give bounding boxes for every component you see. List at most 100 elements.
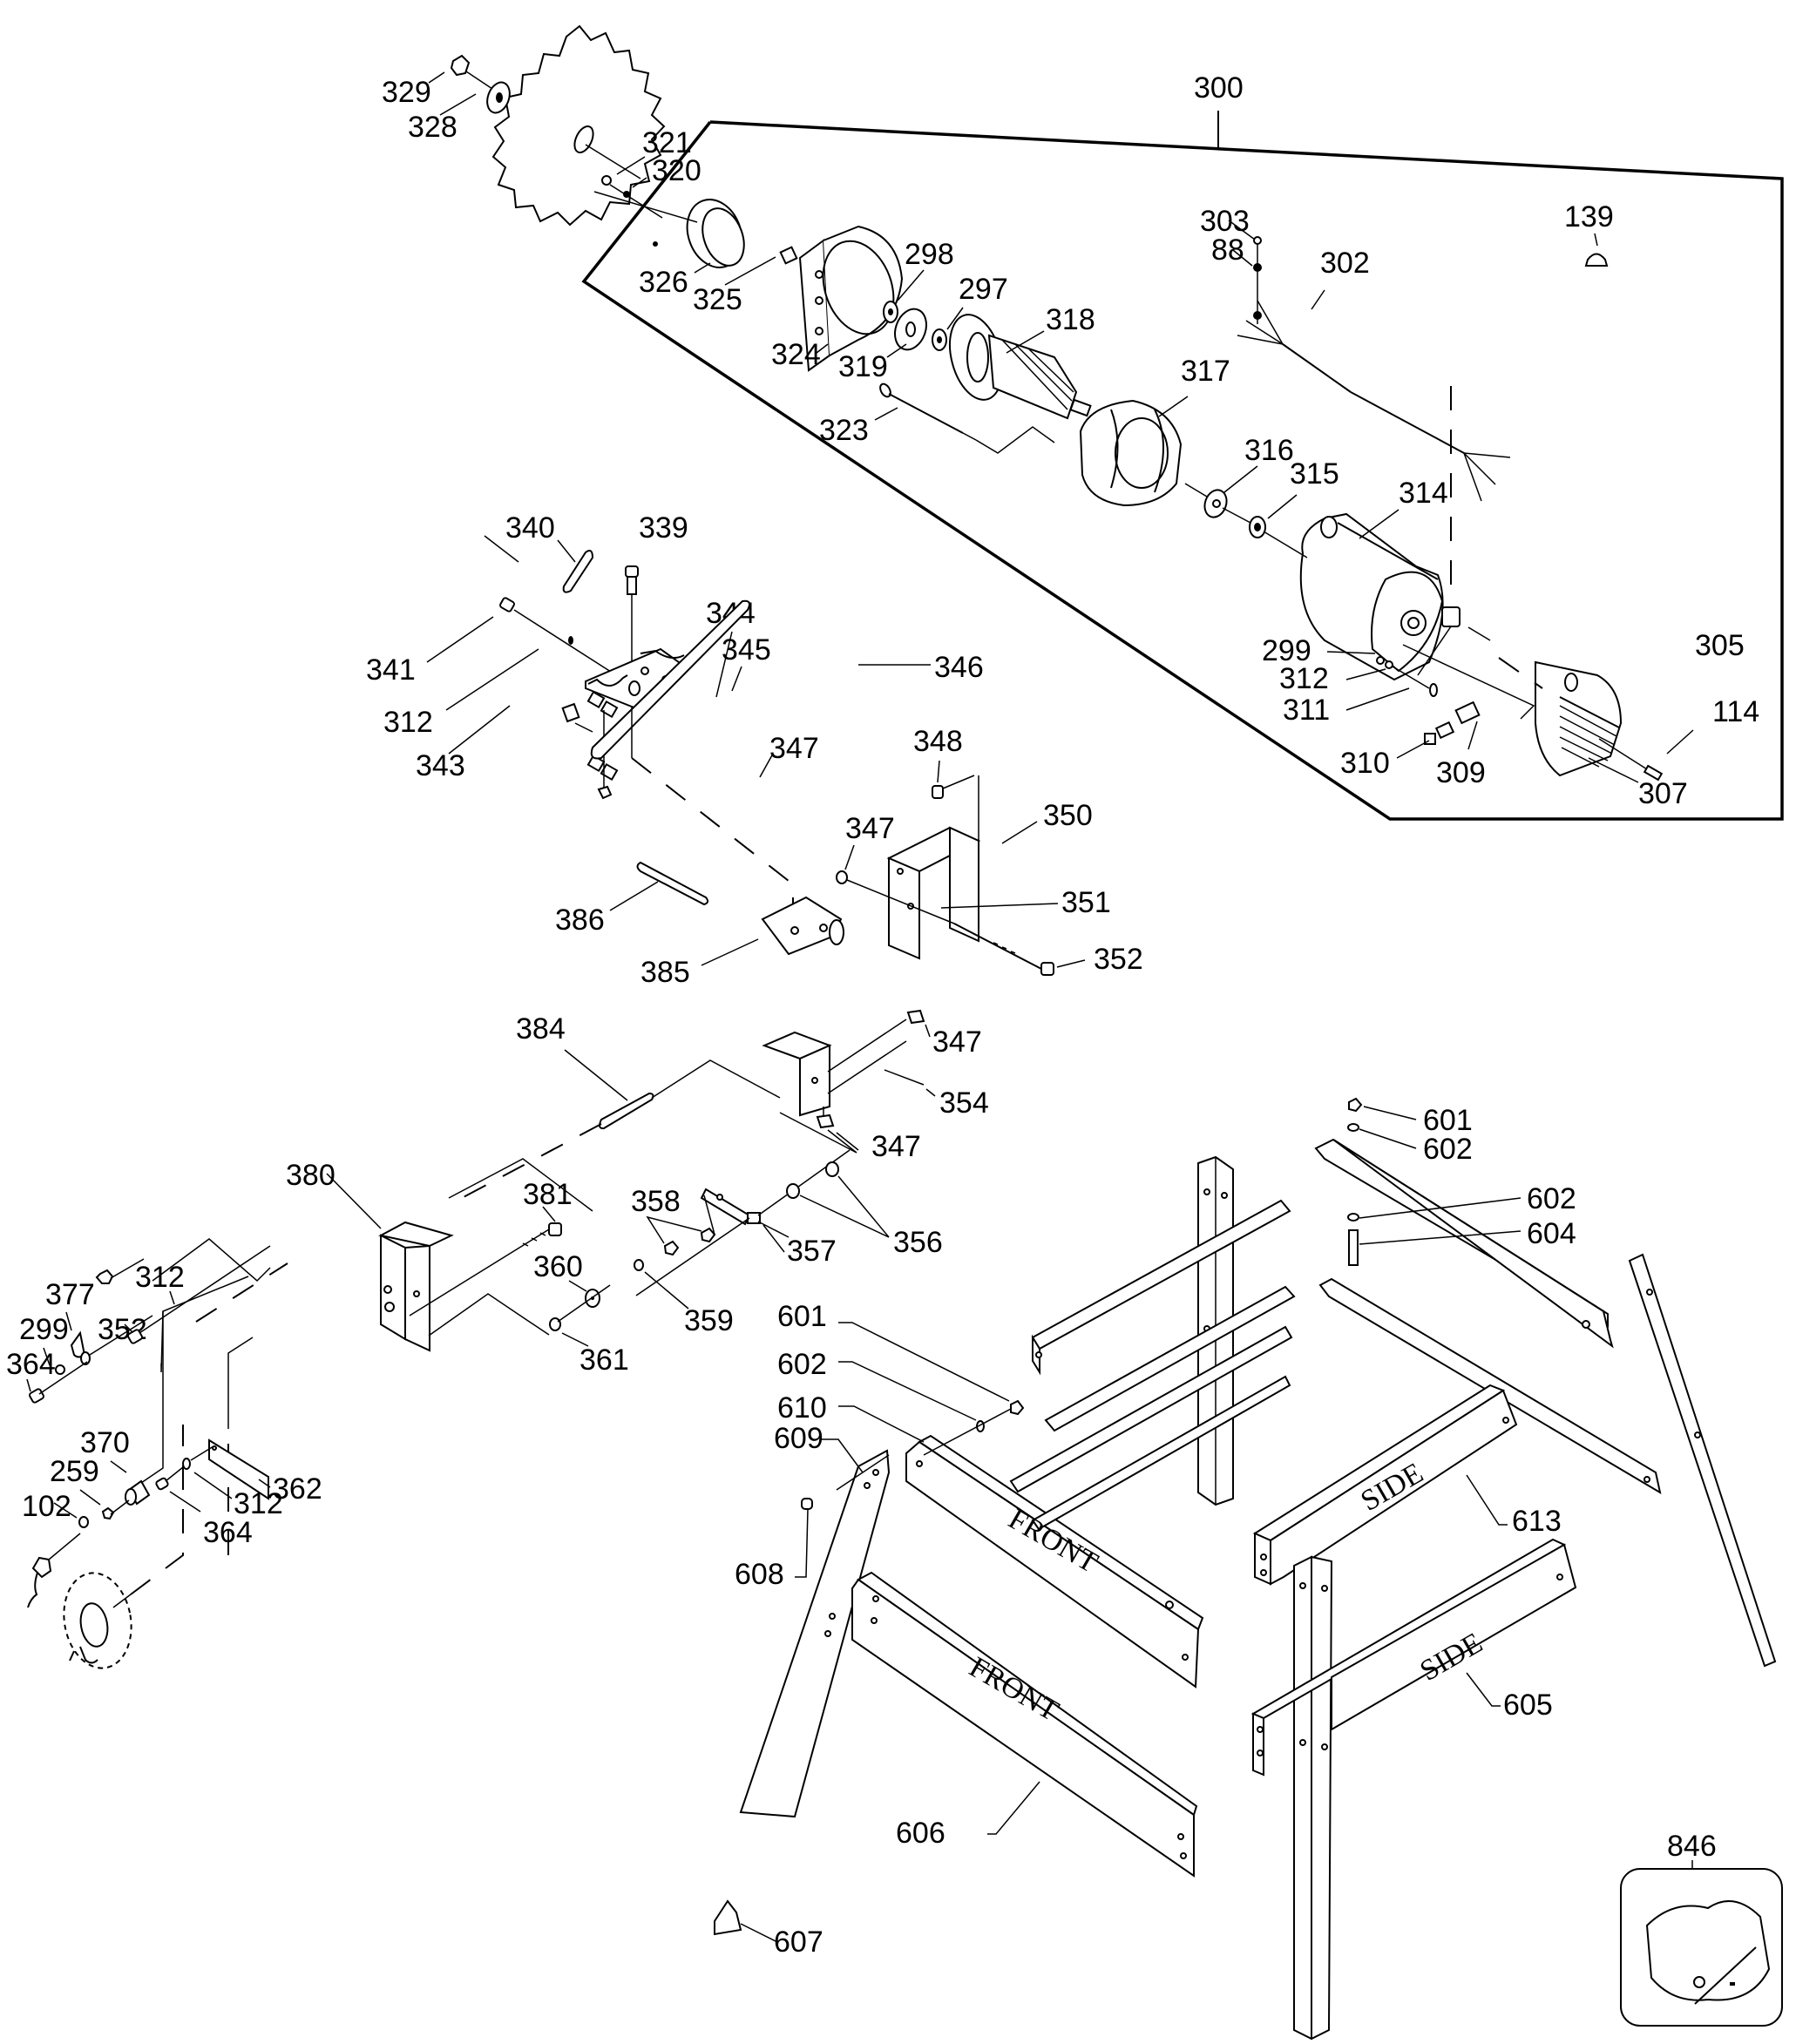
rail-side-lower — [1250, 1538, 1577, 1777]
callout-299-wheel: 299 — [19, 1313, 69, 1346]
nuts-358 — [635, 1195, 750, 1296]
callout-312-wheel: 312 — [135, 1261, 185, 1294]
wire-terminal-303 — [1253, 236, 1262, 324]
leg-back-right — [1628, 1253, 1777, 1668]
callout-609: 609 — [774, 1422, 823, 1455]
strain-relief-305 — [1417, 606, 1461, 676]
callout-359: 359 — [684, 1304, 734, 1337]
callout-343: 343 — [416, 749, 465, 782]
callout-361: 361 — [579, 1343, 629, 1377]
callout-358: 358 — [631, 1185, 681, 1218]
callout-302: 302 — [1320, 247, 1370, 280]
washer-312-plate — [182, 1445, 214, 1470]
callout-319: 319 — [838, 350, 888, 383]
field-317 — [1079, 399, 1183, 507]
callout-315: 315 — [1290, 457, 1339, 491]
callout-339: 339 — [639, 511, 688, 545]
callout-364-plate: 364 — [203, 1516, 253, 1549]
washer-315 — [1222, 507, 1266, 538]
callout-352-wheel: 352 — [98, 1313, 147, 1346]
callout-604: 604 — [1527, 1217, 1576, 1250]
callout-370: 370 — [80, 1426, 130, 1459]
callout-364-wheel: 364 — [6, 1348, 56, 1381]
callout-601-top: 601 — [1423, 1104, 1473, 1137]
armature-318 — [949, 314, 1092, 420]
callout-607: 607 — [774, 1926, 823, 1959]
guide-dashed — [130, 1425, 184, 1595]
callout-347-lower: 347 — [871, 1130, 921, 1163]
callout-324: 324 — [771, 338, 821, 371]
nut-347-top — [597, 785, 613, 800]
wire-nut-139 — [1584, 253, 1609, 267]
callout-354: 354 — [939, 1086, 989, 1120]
plate-362 — [208, 1438, 269, 1500]
callout-139: 139 — [1564, 200, 1614, 234]
callout-357: 357 — [787, 1235, 837, 1268]
foot-607 — [714, 1899, 776, 1942]
bearing-297 — [932, 328, 947, 351]
pin-339 — [562, 550, 594, 593]
guide-line — [227, 1337, 254, 1429]
handle-crank — [27, 1533, 81, 1608]
callout-329: 329 — [382, 76, 431, 109]
callout-88: 88 — [1211, 234, 1244, 267]
spacer-357 — [700, 1149, 851, 1238]
callout-300: 300 — [1194, 71, 1244, 105]
callout-311: 311 — [1283, 694, 1330, 727]
screw-323 — [879, 382, 1055, 454]
callout-352-bracket: 352 — [1094, 943, 1143, 976]
washer-360 — [585, 1289, 600, 1308]
nut-347-lower — [816, 1107, 835, 1129]
callout-312-motor: 312 — [1279, 662, 1329, 695]
callout-321: 321 — [642, 126, 692, 159]
nut-259 — [101, 1499, 130, 1520]
callout-351: 351 — [1061, 886, 1111, 919]
guide-line — [160, 1276, 249, 1373]
callout-606: 606 — [896, 1817, 945, 1850]
screw-114 — [1598, 738, 1664, 782]
callout-350: 350 — [1043, 799, 1093, 832]
callout-846: 846 — [1667, 1830, 1717, 1863]
callout-347-top: 347 — [769, 732, 819, 765]
bracket-383 — [762, 1019, 907, 1117]
callout-601-front: 601 — [777, 1300, 827, 1333]
callout-602-front: 602 — [777, 1348, 827, 1381]
rail-front-lower — [851, 1571, 1198, 1878]
bearing-298 — [883, 301, 898, 323]
clamp-345 — [586, 690, 619, 788]
pawl-377 — [70, 1315, 153, 1365]
callout-312-bracket: 312 — [383, 706, 433, 739]
callout-312-plate: 312 — [234, 1487, 283, 1520]
bolt-364-wheel — [29, 1361, 88, 1404]
callout-297: 297 — [959, 273, 1008, 306]
motor-assembly-outline — [581, 111, 1784, 821]
washer-320 — [623, 191, 630, 198]
callout-314: 314 — [1399, 477, 1448, 510]
nut-347-upper — [906, 1009, 925, 1025]
callout-320: 320 — [652, 154, 701, 187]
rail-back-lower — [1044, 1285, 1296, 1432]
callout-303: 303 — [1200, 205, 1250, 238]
callout-348: 348 — [913, 725, 963, 758]
callout-318: 318 — [1046, 303, 1095, 336]
leg-front-left — [739, 1449, 891, 1818]
bracket-380 — [378, 1221, 454, 1352]
callout-340: 340 — [505, 511, 555, 545]
rod-384 — [461, 1059, 781, 1199]
blade-nut — [450, 54, 493, 90]
callout-307: 307 — [1638, 777, 1688, 810]
rail-side-upper — [1252, 1384, 1518, 1586]
callout-325: 325 — [693, 283, 742, 316]
washer-319 — [894, 308, 927, 351]
callout-602-top: 602 — [1423, 1133, 1473, 1166]
callout-298: 298 — [905, 238, 954, 271]
callout-380: 380 — [286, 1159, 335, 1192]
end-cap-307 — [1498, 657, 1623, 777]
saw-blade — [491, 24, 666, 227]
callout-323: 323 — [819, 414, 869, 447]
callout-347-upper: 347 — [932, 1025, 982, 1059]
callout-608: 608 — [735, 1558, 784, 1591]
callout-362: 362 — [273, 1472, 322, 1506]
callout-360: 360 — [533, 1250, 583, 1283]
